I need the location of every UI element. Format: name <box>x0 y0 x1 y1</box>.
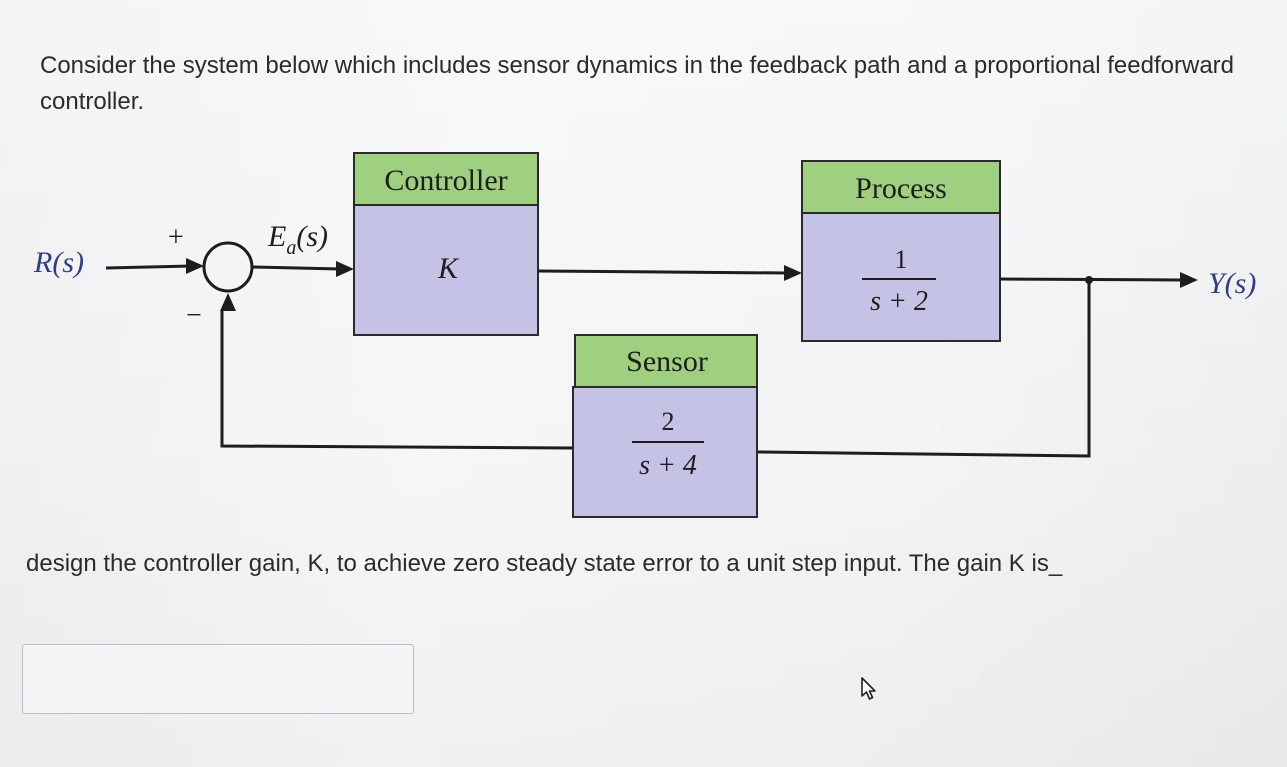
controller-input-arrowhead <box>336 261 354 277</box>
sensor-denominator: s + 4 <box>639 450 697 481</box>
error-label: Ea(s) <box>267 220 328 259</box>
output-arrowhead <box>1180 272 1198 288</box>
sensor-title: Sensor <box>626 345 708 378</box>
input-arrowhead <box>186 258 204 274</box>
process-input-arrowhead <box>784 265 802 281</box>
sum-plus-sign: + <box>168 222 184 253</box>
sum-minus-sign: − <box>186 300 202 331</box>
feedback-path-left <box>220 310 574 450</box>
summing-junction <box>202 241 254 293</box>
error-label-main: E <box>267 220 286 253</box>
question-text: Consider the system below which includes… <box>40 52 1234 115</box>
input-signal-line <box>105 264 193 270</box>
answer-input[interactable] <box>22 644 414 714</box>
feedback-arrowhead <box>220 293 236 311</box>
sensor-block: Sensor 2 s + 4 <box>572 334 758 518</box>
process-numerator: 1 <box>895 245 908 274</box>
control-signal-line <box>537 269 787 275</box>
error-signal-line <box>251 265 341 271</box>
input-label: R(s) <box>33 246 84 279</box>
question-prompt: design the controller gain, K, to achiev… <box>26 550 1063 577</box>
error-label-tail: (s) <box>296 220 328 253</box>
process-title: Process <box>855 172 947 205</box>
controller-title: Controller <box>384 164 507 197</box>
feedback-path-right <box>757 280 1091 458</box>
controller-block: Controller K <box>353 152 539 336</box>
error-label-sub: a <box>286 237 296 259</box>
controller-gain: K <box>437 252 460 285</box>
sensor-numerator: 2 <box>662 407 675 436</box>
output-label: Y(s) <box>1208 267 1256 300</box>
process-block: Process 1 s + 2 <box>801 160 1001 342</box>
mouse-cursor-icon <box>861 677 876 700</box>
process-denominator: s + 2 <box>870 286 928 317</box>
